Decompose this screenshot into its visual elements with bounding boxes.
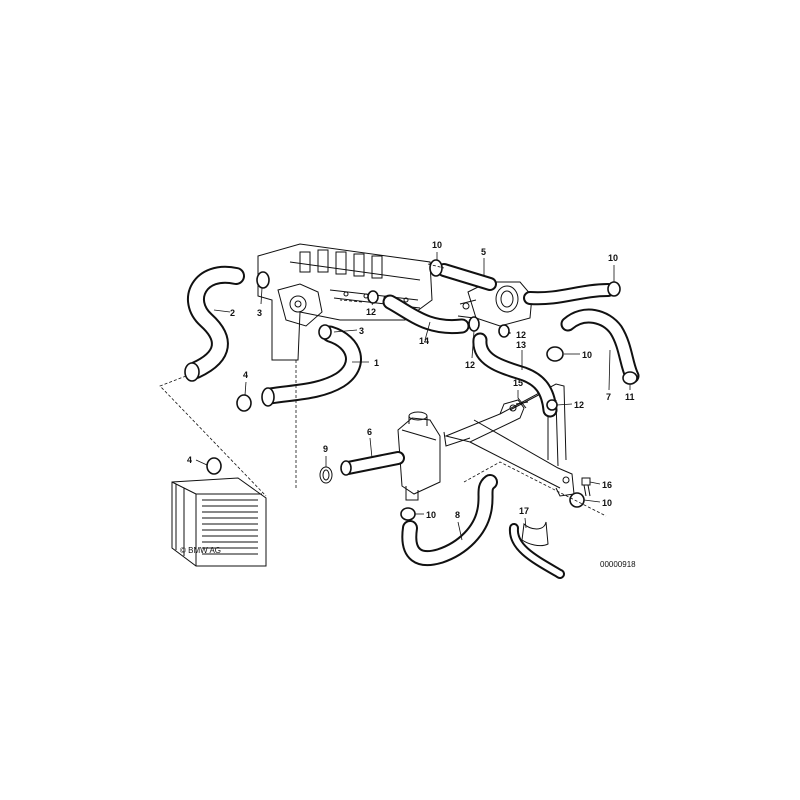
callout-13: 13 [516, 340, 526, 350]
callout-15: 15 [513, 378, 523, 388]
drawing-number: 00000918 [600, 560, 636, 569]
expansion-tank [397, 411, 441, 501]
callout-3-lower: 3 [359, 326, 364, 336]
callout-6: 6 [367, 427, 372, 437]
callout-1: 1 [374, 358, 379, 368]
bracket-17 [508, 521, 565, 579]
callout-14: 14 [419, 336, 429, 346]
callout-11: 11 [625, 392, 635, 402]
thermostat-housing [277, 283, 323, 327]
leader-lines [195, 252, 631, 541]
hose-6 [340, 451, 405, 476]
callout-5: 5 [481, 247, 486, 257]
hose-13 [472, 332, 558, 418]
callout-3-upper: 3 [257, 308, 262, 318]
callout-10-top-right: 10 [608, 253, 618, 263]
callout-labels: 1 2 3 3 4 4 5 6 7 8 9 10 10 10 10 10 11 … [187, 240, 635, 520]
hose-2 [184, 265, 245, 382]
copyright-label: © BMW AG [180, 546, 221, 555]
radiator [171, 477, 267, 567]
hose-upper-right [523, 283, 615, 306]
hose-clamps [206, 259, 638, 521]
callout-12-right: 12 [574, 400, 584, 410]
hose-1 [261, 325, 362, 407]
hose-14 [382, 294, 470, 335]
callout-16: 16 [602, 480, 612, 490]
callout-10-tank: 10 [426, 510, 436, 520]
reference-lines [159, 263, 607, 517]
callout-4-upper: 4 [243, 370, 248, 380]
callout-17: 17 [519, 506, 529, 516]
bolts [515, 397, 591, 497]
callout-2: 2 [230, 308, 235, 318]
callout-9: 9 [323, 444, 328, 454]
callout-10-top: 10 [432, 240, 442, 250]
callout-12-left: 12 [366, 307, 376, 317]
callout-10-lower-right: 10 [602, 498, 612, 508]
hose-7 [560, 308, 640, 384]
upper-pipe [437, 263, 497, 291]
callout-8: 8 [455, 510, 460, 520]
callout-12-mid: 12 [516, 330, 526, 340]
callout-12-bottom: 12 [465, 360, 475, 370]
hose-8 [401, 474, 498, 567]
callout-10-mid-right: 10 [582, 350, 592, 360]
callout-7: 7 [606, 392, 611, 402]
callout-4-lower: 4 [187, 455, 192, 465]
